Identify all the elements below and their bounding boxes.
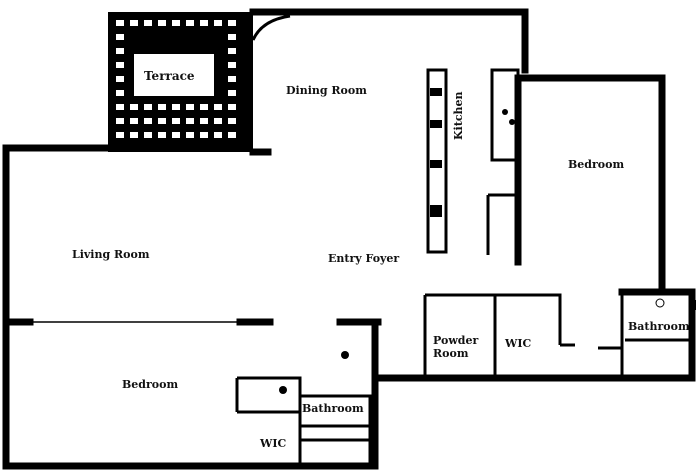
entry-foyer-label: Entry Foyer (328, 252, 400, 265)
terrace-label: Terrace (144, 69, 195, 83)
bedroom-right-label: Bedroom (568, 158, 625, 171)
powder-room-label-line1: Powder (433, 334, 479, 347)
kitchen-label: Kitchen (452, 91, 465, 140)
bedroom-left-label: Bedroom (122, 378, 179, 391)
wic-bottom-label: WIC (260, 437, 287, 450)
fixtures (279, 88, 696, 394)
bathroom-right-label: Bathroom (628, 320, 690, 333)
powder-room-label-line2: Room (433, 347, 469, 360)
terrace-area (108, 12, 253, 152)
living-room-label: Living Room (72, 248, 150, 261)
dining-room-label: Dining Room (286, 84, 367, 97)
wic-center-label: WIC (505, 337, 532, 350)
interior-walls (2, 68, 690, 466)
bathroom-center-label: Bathroom (302, 402, 364, 415)
